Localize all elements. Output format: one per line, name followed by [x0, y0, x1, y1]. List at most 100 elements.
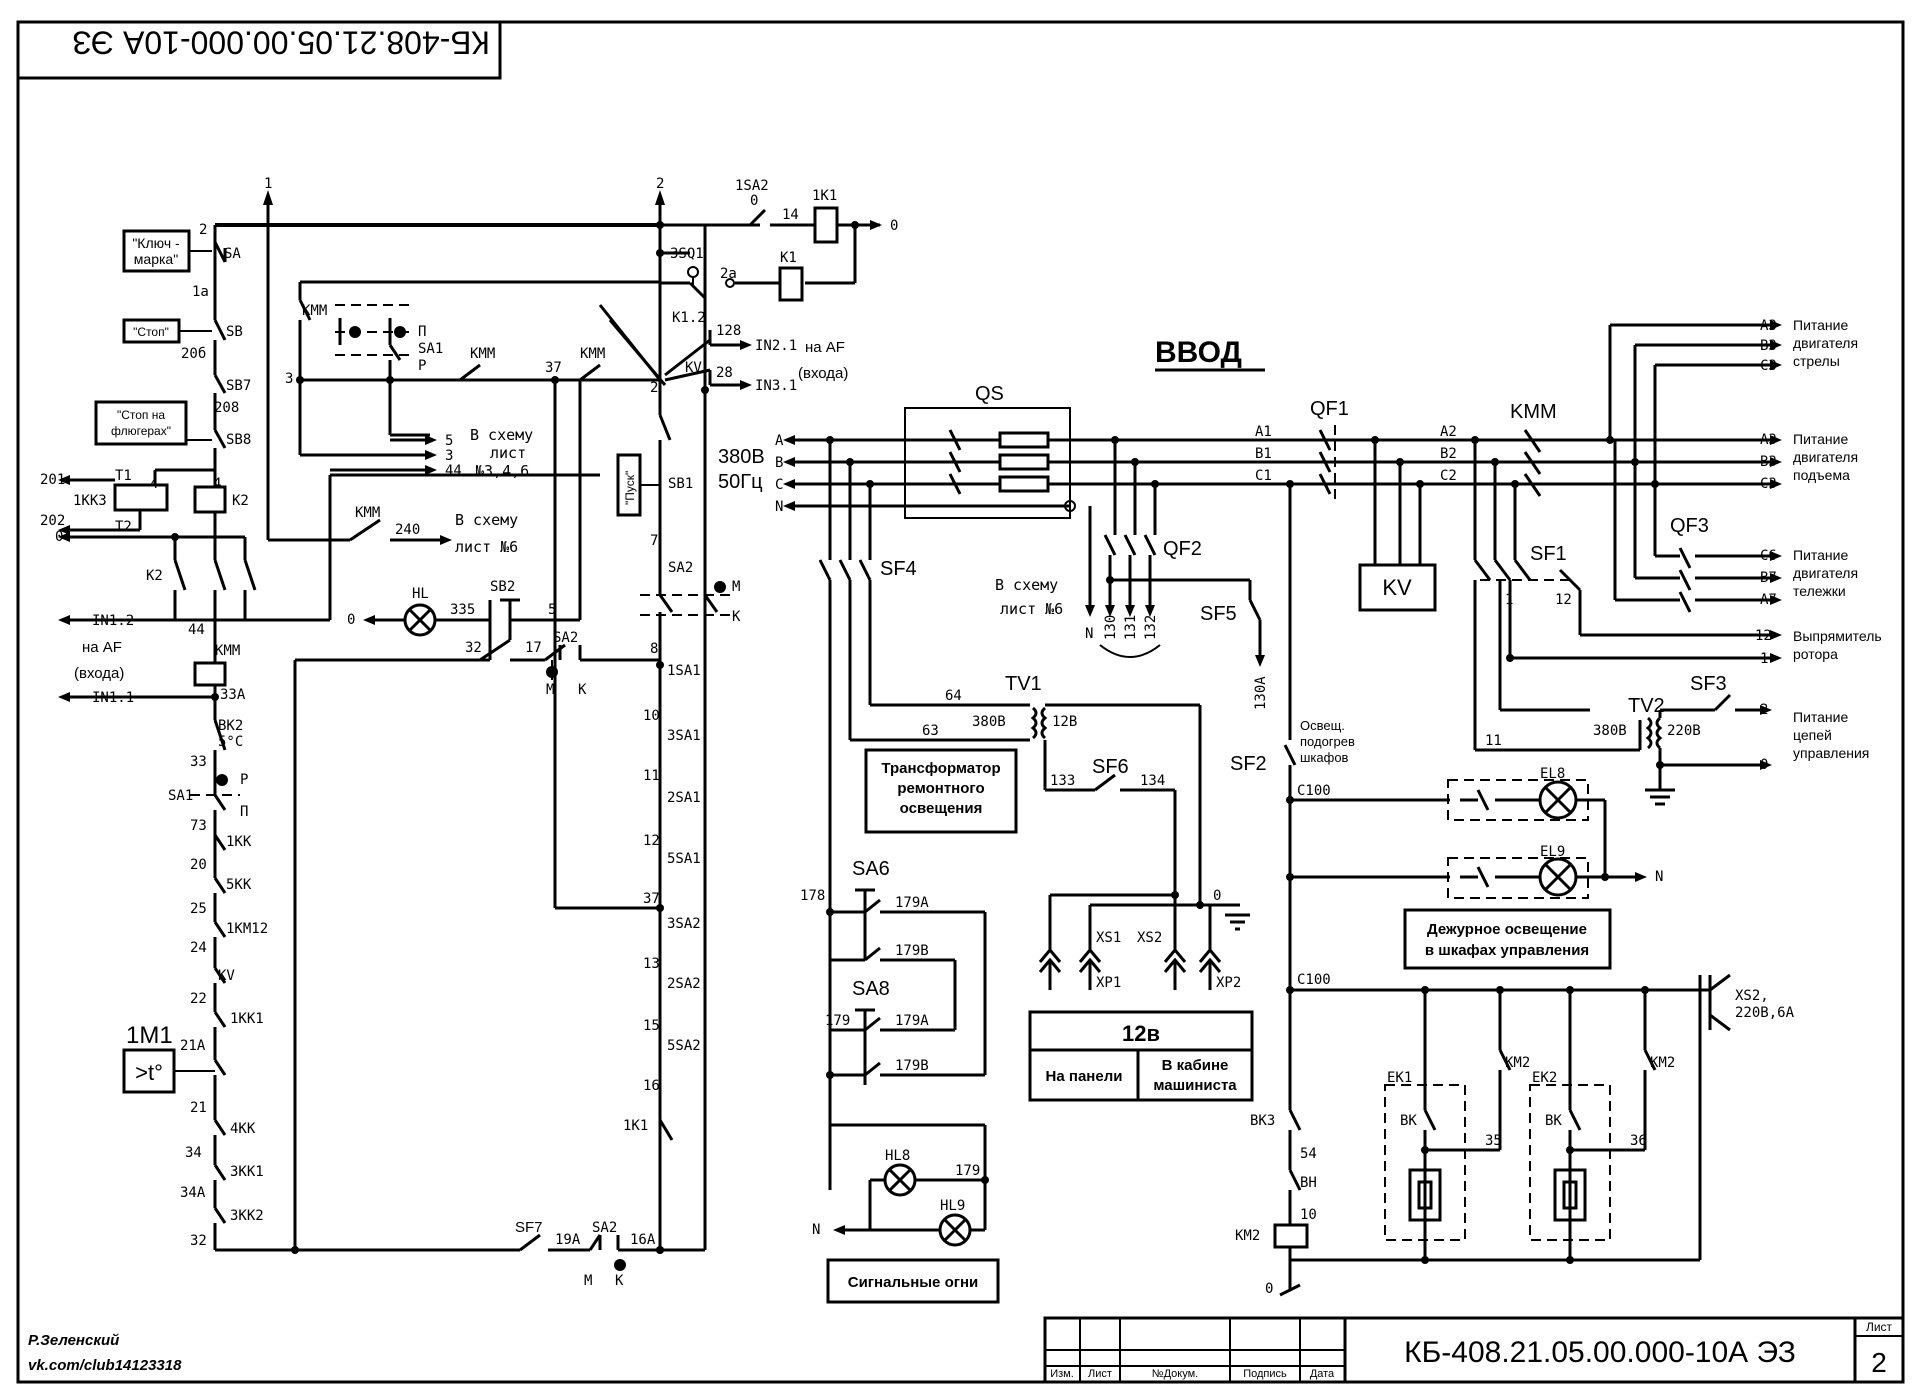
svg-text:131: 131	[1123, 615, 1139, 640]
svg-text:22: 22	[190, 991, 207, 1007]
svg-text:>t°: >t°	[135, 1060, 163, 1085]
svg-text:QF2: QF2	[1163, 538, 1202, 560]
svg-text:4: 4	[213, 476, 221, 492]
svg-text:двигателя: двигателя	[1793, 449, 1858, 465]
svg-text:TV1: TV1	[1005, 673, 1042, 695]
relay-1k1-coil	[813, 206, 839, 244]
svg-text:Освещ.: Освещ.	[1300, 718, 1345, 733]
svg-text:"Пуск": "Пуск"	[623, 471, 637, 505]
svg-text:25: 25	[190, 901, 207, 917]
kmm-coil	[193, 661, 227, 687]
svg-text:управления: управления	[1793, 745, 1869, 761]
svg-text:подогрев: подогрев	[1300, 734, 1355, 749]
svg-text:(входа): (входа)	[798, 365, 848, 382]
svg-text:тележки: тележки	[1793, 583, 1846, 599]
svg-text:№3,4,6: №3,4,6	[475, 462, 529, 480]
svg-text:В кабине: В кабине	[1162, 1057, 1229, 1074]
title-col-sign: Подпись	[1243, 1368, 1287, 1380]
svg-text:130: 130	[1103, 615, 1119, 640]
svg-text:4KK: 4KK	[230, 1121, 256, 1137]
svg-text:32: 32	[465, 640, 482, 656]
svg-text:37: 37	[643, 891, 660, 907]
title-col-list: Лист	[1088, 1368, 1112, 1380]
svg-text:IN3.1: IN3.1	[755, 378, 797, 394]
svg-text:КМ2: КМ2	[1650, 1055, 1675, 1071]
svg-text:208: 208	[214, 400, 239, 416]
svg-text:TV2: TV2	[1628, 695, 1665, 717]
svg-text:C: C	[775, 477, 783, 493]
svg-text:N: N	[1085, 626, 1093, 642]
svg-text:KMM: KMM	[302, 303, 327, 319]
svg-text:К: К	[732, 609, 741, 625]
svg-text:34А: 34А	[180, 1185, 206, 1201]
svg-text:11: 11	[1485, 733, 1502, 749]
svg-text:машиниста: машиниста	[1153, 1077, 1237, 1094]
qs-enclosure	[904, 407, 1071, 519]
svg-text:ремонтного: ремонтного	[897, 780, 984, 797]
svg-text:Трансформатор: Трансформатор	[881, 760, 1000, 777]
voltage-12v-table	[1028, 1010, 1254, 1102]
svg-text:IN2.1: IN2.1	[755, 338, 797, 354]
svg-text:EL8: EL8	[1540, 766, 1565, 782]
svg-text:16А: 16А	[630, 1232, 656, 1248]
svg-text:179А: 179А	[895, 1013, 929, 1029]
svg-text:C1: C1	[1255, 468, 1272, 484]
relay-k1-coil	[778, 266, 804, 302]
svg-text:12: 12	[643, 833, 660, 849]
svg-text:KMM: KMM	[215, 643, 240, 659]
svg-text:12в: 12в	[1122, 1021, 1160, 1046]
svg-text:SA1: SA1	[418, 341, 443, 357]
svg-text:8: 8	[650, 641, 658, 657]
svg-text:ВК3: ВК3	[1250, 1113, 1275, 1129]
svg-text:3SQ1: 3SQ1	[670, 246, 704, 262]
svg-text:134: 134	[1140, 773, 1165, 789]
svg-text:380В: 380В	[718, 446, 765, 468]
svg-text:0: 0	[750, 193, 758, 209]
svg-text:132: 132	[1143, 615, 1159, 640]
svg-text:К: К	[615, 1273, 624, 1289]
svg-text:A: A	[775, 433, 784, 449]
svg-text:1KK1: 1KK1	[230, 1011, 264, 1027]
svg-text:19А: 19А	[555, 1232, 581, 1248]
svg-text:2: 2	[656, 176, 664, 192]
svg-text:SB2: SB2	[490, 579, 515, 595]
svg-text:B3: B3	[1760, 338, 1777, 354]
svg-text:1KM12: 1KM12	[226, 921, 268, 937]
svg-text:A3: A3	[1760, 318, 1777, 334]
svg-text:1: 1	[1760, 651, 1768, 667]
svg-text:SA2: SA2	[553, 630, 578, 646]
svg-text:1KK: 1KK	[226, 834, 252, 850]
svg-text:1SA2: 1SA2	[735, 178, 769, 194]
svg-text:C3: C3	[1760, 476, 1777, 492]
svg-text:44: 44	[188, 622, 205, 638]
svg-text:На панели: На панели	[1046, 1068, 1123, 1085]
svg-text:202: 202	[40, 513, 65, 529]
svg-text:A3: A3	[1760, 432, 1777, 448]
svg-text:201: 201	[40, 472, 65, 488]
sf2-heating-branch: SF2 Освещ. подогрев шкафов C100 C100 EL8…	[1230, 484, 1795, 1297]
svg-text:освещения: освещения	[900, 800, 983, 817]
svg-text:"Ключ -: "Ключ -	[132, 235, 180, 251]
svg-text:12: 12	[1555, 592, 1572, 608]
duty-light-box	[1403, 908, 1612, 970]
svg-text:35: 35	[1485, 1133, 1502, 1149]
svg-text:на AF: на AF	[805, 339, 845, 356]
svg-text:20: 20	[190, 857, 207, 873]
svg-text:24: 24	[190, 940, 207, 956]
title-block: Изм. Лист №Докум. Подпись Дата КБ-408.21…	[1043, 1316, 1905, 1384]
svg-text:HL9: HL9	[940, 1198, 965, 1214]
km2-coil	[1273, 1223, 1309, 1249]
svg-text:ротора: ротора	[1793, 646, 1838, 662]
sheet-frame	[16, 20, 1905, 1384]
svg-text:0: 0	[1265, 1281, 1273, 1297]
svg-text:179А: 179А	[895, 895, 929, 911]
svg-text:B7: B7	[1760, 570, 1777, 586]
svg-text:A2: A2	[1440, 424, 1457, 440]
svg-text:SB1: SB1	[668, 476, 693, 492]
svg-text:7: 7	[650, 533, 658, 549]
svg-text:Питание: Питание	[1793, 709, 1848, 725]
svg-text:Питание: Питание	[1793, 431, 1848, 447]
svg-text:SF1: SF1	[1530, 543, 1567, 565]
svg-text:21А: 21А	[180, 1038, 206, 1054]
svg-text:HL8: HL8	[885, 1148, 910, 1164]
